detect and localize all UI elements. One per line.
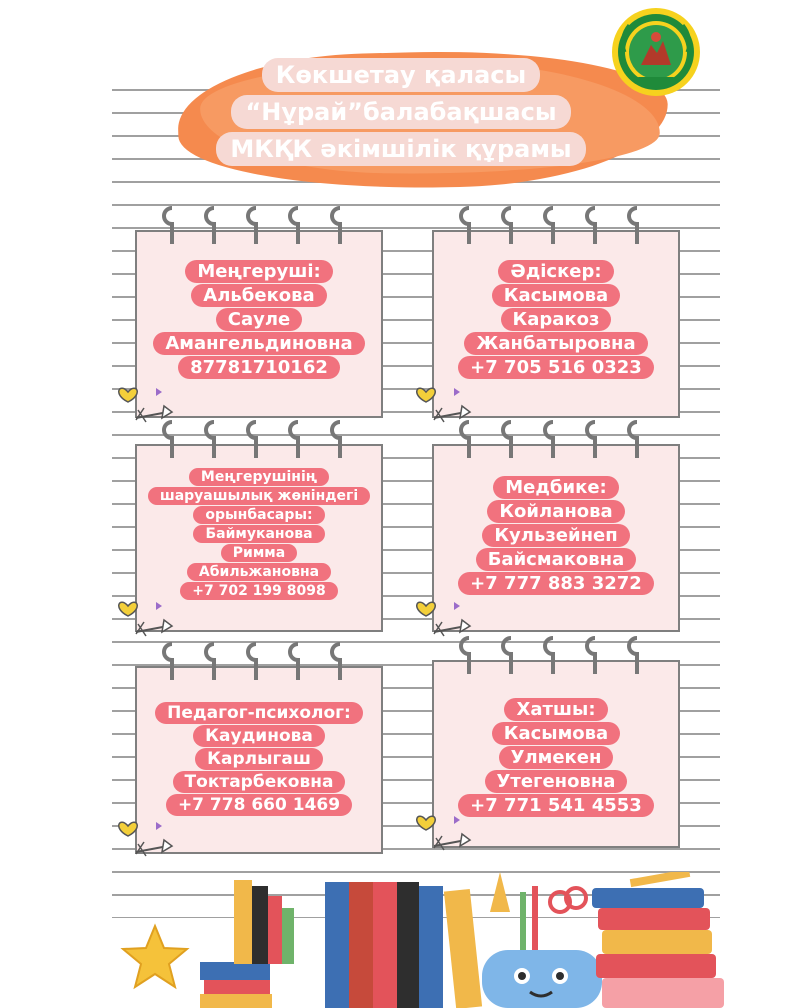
staff-card-methodist: Әдіскер: Касымова Каракоз Жанбатыровна +…: [432, 206, 680, 418]
heart-arrow-doodle-icon: [416, 815, 472, 851]
role-label: Педагог-психолог:: [155, 702, 363, 724]
heart-arrow-doodle-icon: [118, 387, 174, 423]
spiral-binding: [161, 420, 351, 460]
role-label: орынбасары:: [193, 506, 325, 524]
role-label: Меңгеруші:: [185, 260, 333, 283]
card-text: Медбике: Койланова Кульзейнеп Байсмаковн…: [434, 476, 678, 596]
heart-arrow-doodle-icon: [416, 387, 472, 423]
card-text: Хатшы: Касымова Улмекен Утегеновна +7 77…: [434, 698, 678, 818]
name-line: Сауле: [215, 308, 303, 331]
phone-number: +7 771 541 4553: [458, 794, 654, 817]
phone-number: +7 702 199 8098: [180, 582, 338, 600]
card-text: Меңгеруші: Альбекова Сауле Амангельдинов…: [137, 260, 381, 380]
name-line: Баймуканова: [193, 525, 325, 543]
role-label: шаруашылық жөніндегі: [147, 487, 371, 505]
role-label: Меңгерушінің: [188, 468, 330, 486]
books-and-pencil-case-illustration-icon: [200, 872, 724, 1008]
heart-arrow-doodle-icon: [416, 601, 472, 637]
phone-number: 87781710162: [178, 356, 340, 379]
name-line: Абильжановна: [186, 563, 332, 581]
title-line-1: Көкшетау қаласы: [261, 58, 541, 92]
phone-number: +7 777 883 3272: [458, 572, 654, 595]
name-line: Касымова: [491, 722, 621, 745]
name-line: Амангельдиновна: [153, 332, 365, 355]
star-icon: [120, 923, 190, 990]
role-label: Әдіскер:: [498, 260, 614, 283]
name-line: Касымова: [491, 284, 621, 307]
card-text: Меңгерушінің шаруашылық жөніндегі орынба…: [137, 468, 381, 601]
name-line: Утегеновна: [484, 770, 628, 793]
name-line: Каракоз: [500, 308, 612, 331]
name-line: Карлыгаш: [195, 748, 323, 770]
name-line: Токтарбековна: [172, 771, 346, 793]
name-line: Каудинова: [193, 725, 325, 747]
heart-arrow-doodle-icon: [118, 601, 174, 637]
role-label: Хатшы:: [504, 698, 608, 721]
staff-card-deputy: Меңгерушінің шаруашылық жөніндегі орынба…: [135, 420, 383, 632]
spiral-binding: [161, 206, 351, 246]
name-line: Жанбатыровна: [464, 332, 648, 355]
name-line: Байсмаковна: [475, 548, 637, 571]
name-line: Койланова: [487, 500, 625, 523]
page-title: Көкшетау қаласы “Нұрай”балабақшасы МКҚК …: [0, 58, 802, 169]
name-line: Кульзейнеп: [482, 524, 630, 547]
spiral-binding: [458, 206, 648, 246]
name-line: Улмекен: [498, 746, 614, 769]
phone-number: +7 778 660 1469: [165, 794, 353, 816]
kindergarten-emblem-icon: [612, 8, 700, 96]
staff-card-psychologist: Педагог-психолог: Каудинова Карлыгаш Ток…: [135, 642, 383, 854]
spiral-binding: [458, 420, 648, 460]
role-label: Медбике:: [493, 476, 619, 499]
staff-card-secretary: Хатшы: Касымова Улмекен Утегеновна +7 77…: [432, 636, 680, 848]
card-text: Педагог-психолог: Каудинова Карлыгаш Ток…: [137, 702, 381, 817]
spiral-binding: [161, 642, 351, 682]
title-line-2: “Нұрай”балабақшасы: [231, 95, 571, 129]
spiral-binding: [458, 636, 648, 676]
heart-arrow-doodle-icon: [118, 821, 174, 857]
card-text: Әдіскер: Касымова Каракоз Жанбатыровна +…: [434, 260, 678, 380]
title-line-3: МКҚК әкімшілік құрамы: [216, 132, 586, 166]
staff-card-head: Меңгеруші: Альбекова Сауле Амангельдинов…: [135, 206, 383, 418]
name-line: Альбекова: [191, 284, 327, 307]
staff-card-nurse: Медбике: Койланова Кульзейнеп Байсмаковн…: [432, 420, 680, 632]
phone-number: +7 705 516 0323: [458, 356, 654, 379]
name-line: Римма: [220, 544, 298, 562]
